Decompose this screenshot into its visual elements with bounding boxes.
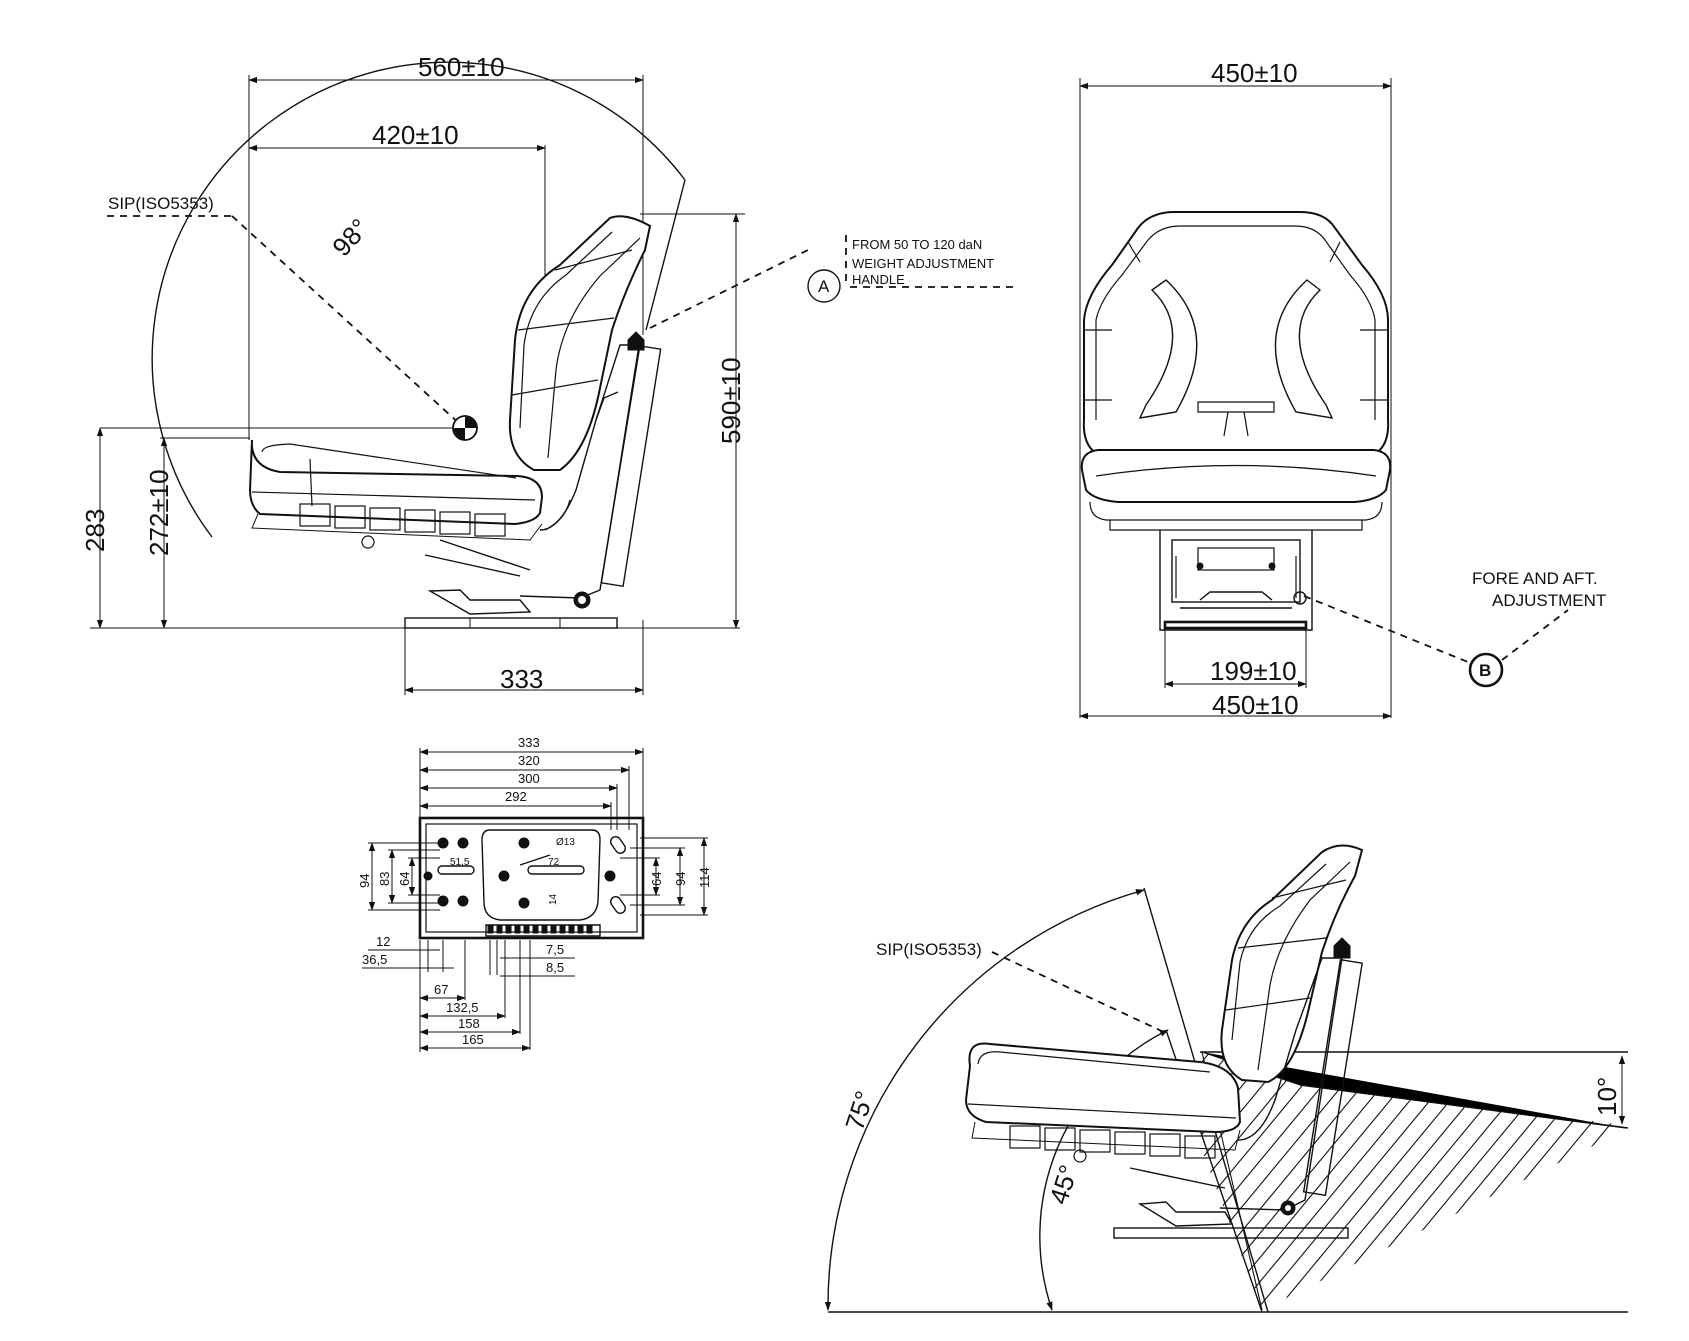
dim-333: 333 [500, 664, 543, 694]
tilt-view: 75° 45° 10° [824, 844, 1629, 1313]
dim-plate-64-left: 64 [397, 872, 412, 886]
angle-10: 10° [1592, 1077, 1622, 1116]
dim-199: 199±10 [1210, 656, 1297, 686]
dim-plate-67: 67 [434, 982, 448, 997]
front-suspension [1159, 530, 1313, 631]
tilt-backrest [1220, 844, 1364, 1084]
tilt-sip-label: SIP(ISO5353) [876, 940, 982, 959]
tilt-seat-cushion [964, 1042, 1242, 1134]
dim-plate-64-right: 64 [649, 872, 664, 886]
callout-b-line-1: FORE AND AFT. [1472, 569, 1598, 588]
dim-272: 272±10 [144, 469, 174, 556]
front-view: 450±10 199±10 450±10 B FORE AND AFT. [1079, 58, 1606, 720]
dim-plate-165: 165 [462, 1032, 484, 1047]
label-72: 72 [548, 857, 560, 868]
dim-450-top: 450±10 [1211, 58, 1298, 88]
label-d13: Ø13 [556, 837, 575, 848]
callout-b-letter: B [1479, 661, 1491, 680]
sip-marker [452, 415, 478, 441]
front-seat-cushion [1080, 449, 1392, 503]
slide-rail [404, 617, 618, 629]
tilt-pan-slots [971, 1121, 1241, 1159]
angle-75: 75° [839, 1087, 880, 1134]
recline-arc [151, 61, 686, 538]
backrest-slot-right [1274, 279, 1334, 419]
dim-plate-83: 83 [377, 872, 392, 886]
side-view: 560±10 420±10 333 590±10 283 272±10 98° … [80, 52, 1015, 695]
front-backrest [1082, 211, 1390, 459]
dim-plate-36-5: 36,5 [362, 952, 387, 967]
angle-98: 98° [326, 213, 375, 262]
callout-a [807, 269, 841, 303]
base-plate [418, 816, 645, 940]
dim-560: 560±10 [418, 52, 505, 82]
dim-plate-8-5: 8,5 [546, 960, 564, 975]
dim-plate-12: 12 [376, 934, 390, 949]
label-14: 14 [548, 893, 559, 905]
seat-cushion [248, 439, 544, 526]
plate-bolt-holes [423, 837, 616, 909]
dim-plate-94-left: 94 [357, 874, 372, 888]
dim-450-bottom: 450±10 [1212, 690, 1299, 720]
dim-plate-114: 114 [697, 867, 712, 888]
arc-75 [824, 889, 1145, 1311]
dim-plate-320: 320 [518, 753, 540, 768]
dim-plate-7-5: 7,5 [546, 942, 564, 957]
tilt-handle [1137, 1201, 1234, 1227]
tilt-suspension [1219, 957, 1343, 1211]
callout-a-line-3: HANDLE [852, 272, 905, 287]
dim-283: 283 [80, 509, 110, 552]
seat-pan-slots [251, 503, 543, 541]
backrest-slot-left [1138, 279, 1198, 419]
tilt-slide-rail [1113, 1227, 1349, 1239]
dim-plate-300: 300 [518, 771, 540, 786]
base-plate-view: 333 320 300 292 [357, 735, 712, 1052]
dim-420: 420±10 [372, 120, 459, 150]
dim-plate-333: 333 [518, 735, 540, 750]
fore-aft-handle [427, 589, 532, 615]
backrest [508, 215, 652, 471]
plate-edge-holes [487, 925, 593, 934]
angle-45: 45° [1043, 1161, 1084, 1208]
callout-a-line-1: FROM 50 TO 120 daN [852, 237, 982, 252]
callout-b [1468, 652, 1504, 688]
callout-b-line-2: ADJUSTMENT [1492, 591, 1606, 610]
callout-a-letter: A [818, 277, 830, 296]
dim-plate-292: 292 [505, 789, 527, 804]
sip-label: SIP(ISO5353) [108, 194, 214, 213]
dim-plate-132-5: 132,5 [446, 1000, 479, 1015]
label-51-5: 51,5 [450, 857, 470, 868]
dim-plate-158: 158 [458, 1016, 480, 1031]
dim-plate-94-right: 94 [673, 872, 688, 886]
dim-590: 590±10 [716, 357, 746, 444]
callout-a-line-2: WEIGHT ADJUSTMENT [852, 256, 994, 271]
